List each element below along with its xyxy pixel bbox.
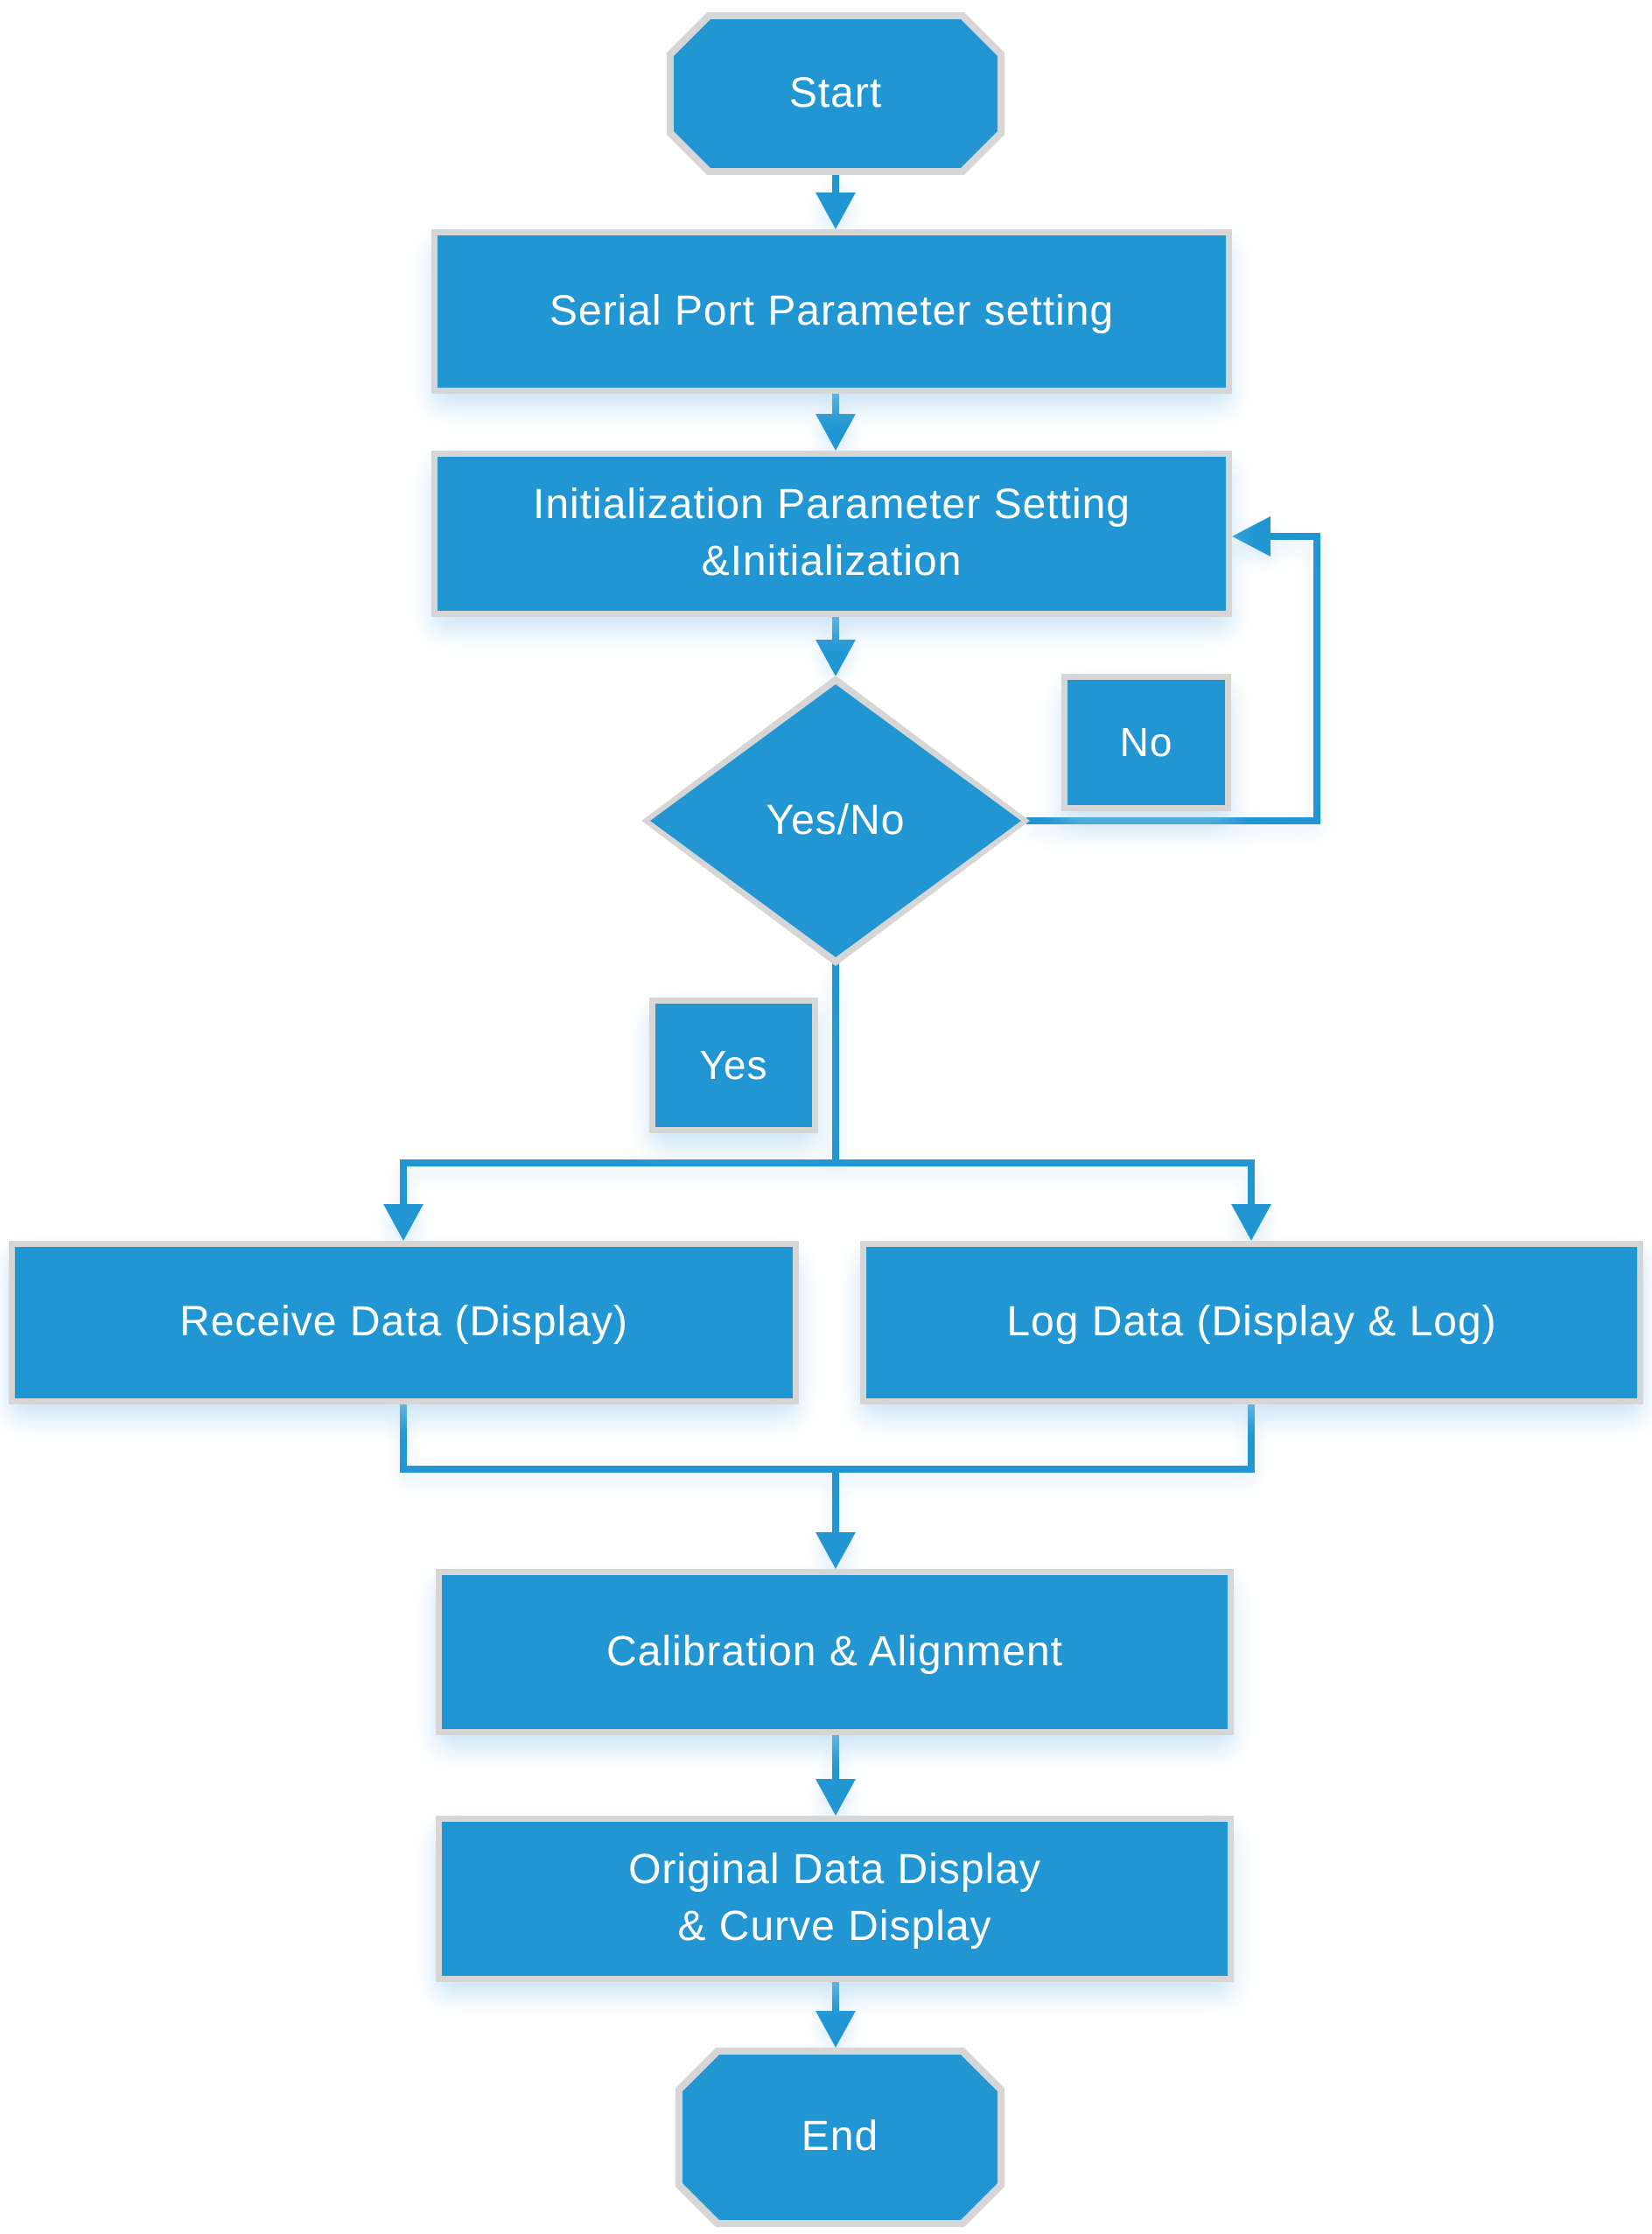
- node-calibration-label: Calibration & Alignment: [606, 1628, 1063, 1675]
- node-initialization-label: Initialization Parameter Setting &Initia…: [533, 481, 1130, 585]
- branch-label-yes-text: Yes: [699, 1042, 768, 1089]
- node-decision-label: Yes/No: [766, 796, 906, 844]
- arrowhead-serial-top: [816, 193, 856, 229]
- node-start-label: Start: [788, 69, 883, 116]
- node-serial-port-label: Serial Port Parameter setting: [549, 287, 1115, 334]
- arrowhead-decision-top: [816, 640, 856, 676]
- node-log-data: Log Data (Display & Log): [860, 1241, 1643, 1404]
- node-end-label: End: [801, 2113, 879, 2160]
- branch-label-no-text: No: [1119, 719, 1173, 766]
- arrowhead-original-top: [816, 1779, 856, 1816]
- node-start: Start: [667, 12, 1004, 175]
- merge-line: [400, 1466, 1255, 1473]
- split-left-drop: [400, 1159, 407, 1208]
- branch-label-no: No: [1061, 674, 1231, 811]
- connector-no-horizontal: [1026, 817, 1320, 824]
- merge-right-drop: [1248, 1401, 1255, 1473]
- node-log-data-label: Log Data (Display & Log): [1006, 1299, 1497, 1346]
- merge-left-drop: [400, 1401, 407, 1473]
- node-initialization: Initialization Parameter Setting &Initia…: [431, 451, 1232, 617]
- arrowhead-log-top: [1231, 1204, 1271, 1241]
- arrowhead-initialization-top: [816, 414, 856, 451]
- node-serial-port: Serial Port Parameter setting: [431, 229, 1232, 394]
- split-right-drop: [1248, 1159, 1255, 1208]
- node-end-fill: End: [682, 2055, 998, 2220]
- connector-no-vertical: [1313, 533, 1320, 824]
- node-original-display-label: Original Data Display & Curve Display: [628, 1846, 1041, 1950]
- node-receive-data: Receive Data (Display): [9, 1241, 799, 1404]
- node-receive-data-label: Receive Data (Display): [179, 1299, 628, 1346]
- connector-initialization-decision: [832, 615, 839, 643]
- connector-original-end: [832, 1980, 839, 2014]
- arrowhead-calibration-top: [816, 1532, 856, 1569]
- split-line: [400, 1159, 1255, 1166]
- arrowhead-initialization-right: [1232, 516, 1270, 557]
- node-original-display: Original Data Display & Curve Display: [436, 1816, 1234, 1982]
- arrowhead-receive-top: [383, 1204, 424, 1241]
- connector-merge-calibration: [832, 1466, 839, 1536]
- connector-calibration-original: [832, 1733, 839, 1782]
- node-calibration: Calibration & Alignment: [436, 1569, 1234, 1735]
- branch-label-yes: Yes: [649, 998, 818, 1133]
- arrowhead-end-top: [816, 2011, 856, 2048]
- connector-start-serial: [832, 172, 839, 196]
- connector-decision-split: [832, 963, 839, 1166]
- connector-no-return: [1267, 533, 1320, 540]
- node-end: End: [676, 2048, 1004, 2227]
- connector-serial-initialization: [832, 392, 839, 417]
- node-start-fill: Start: [674, 19, 998, 168]
